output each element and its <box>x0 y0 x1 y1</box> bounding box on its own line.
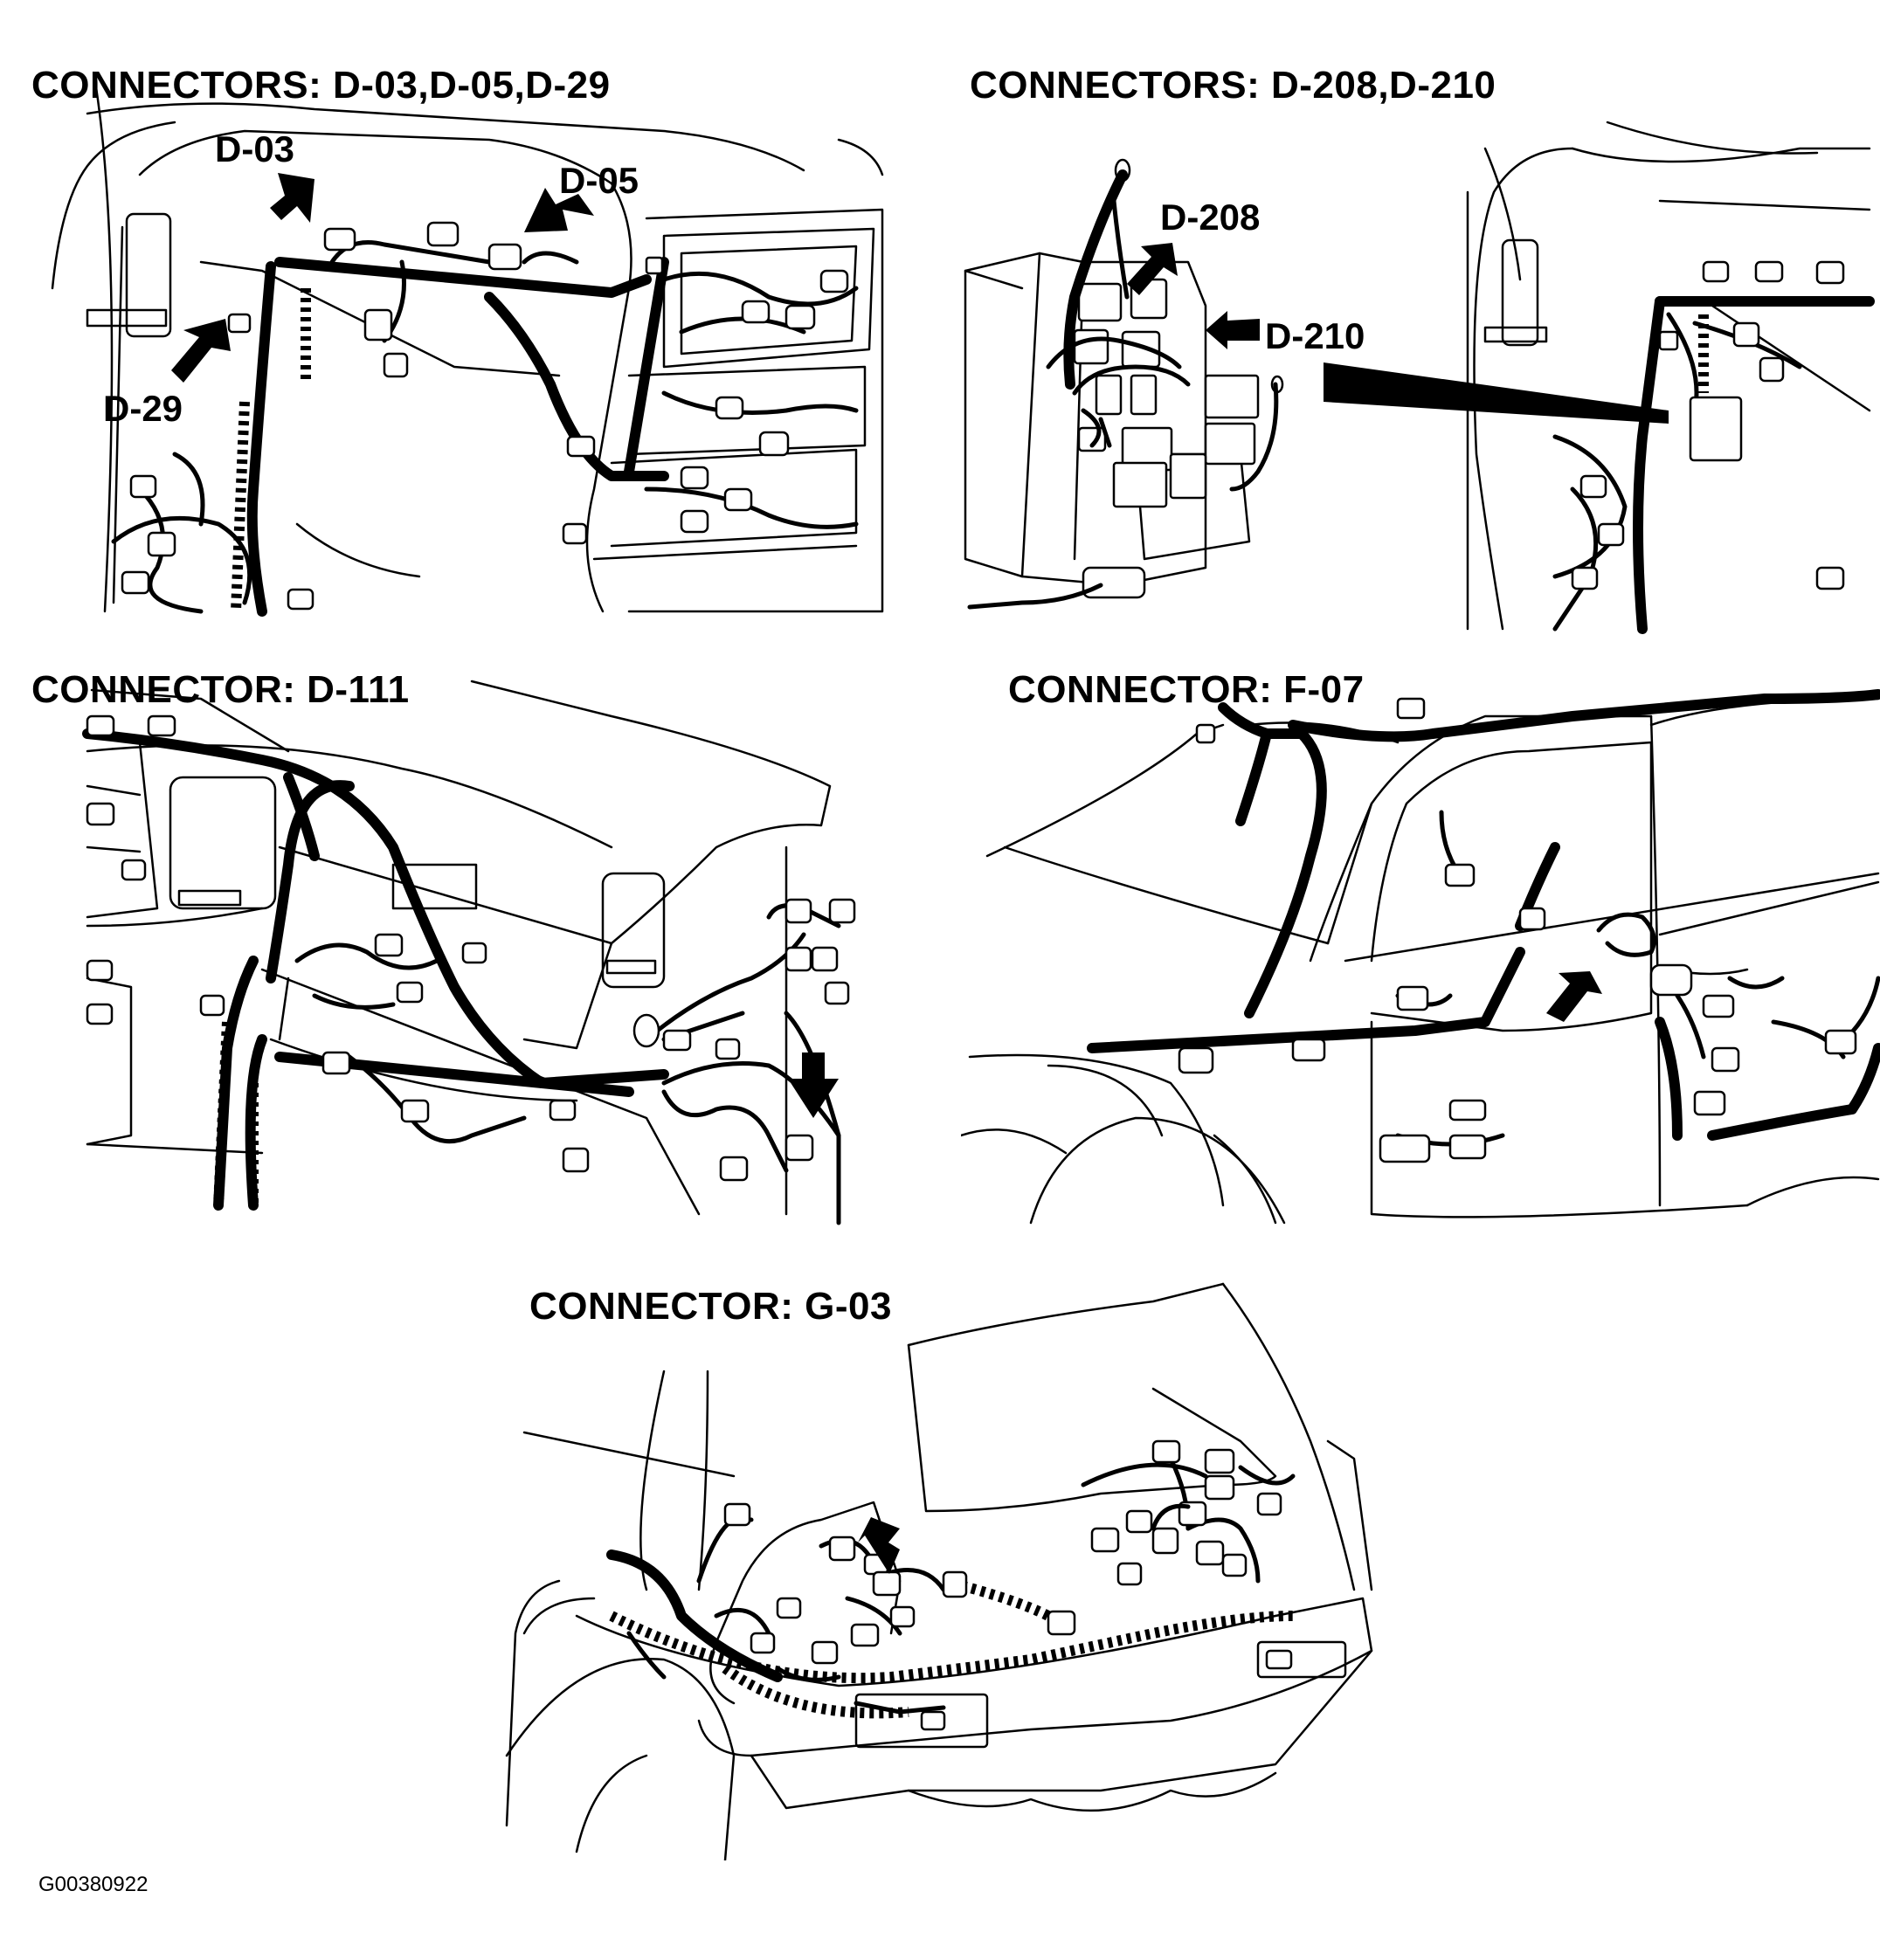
callout-d29: D-29 <box>103 388 183 429</box>
panel-front-door: CONNECTOR: F-07 <box>961 646 1880 1232</box>
callout-d03: D-03 <box>215 128 295 169</box>
pointer-arrow-icon <box>1127 243 1178 295</box>
pointer-arrow-icon <box>1206 311 1260 349</box>
pointer-arrow-icon <box>270 173 314 223</box>
callout-d210: D-210 <box>1265 315 1365 356</box>
callout-d208: D-208 <box>1160 197 1261 238</box>
pointer-arrow-icon <box>858 1517 900 1574</box>
callout-d05: D-05 <box>559 160 639 201</box>
dash-left-drawing <box>51 86 884 617</box>
heading-rear-bumper: CONNECTOR: G-03 <box>529 1285 892 1328</box>
dash-right-drawing <box>82 680 856 1225</box>
heading-dash-right: CONNECTOR: D-111 <box>31 668 410 711</box>
pointer-arrow-icon <box>524 188 594 232</box>
panel-rear-bumper: CONNECTOR: G-03 <box>489 1266 1503 1860</box>
panel-relay-box: CONNECTORS: D-208,D-210 D-208 D-210 <box>943 0 1880 638</box>
heading-front-door: CONNECTOR: F-07 <box>1008 668 1365 711</box>
panel-dash-left: CONNECTORS: D-03,D-05,D-29 D-03 D-05 D-2… <box>0 0 909 629</box>
figure-id: G00380922 <box>38 1873 149 1896</box>
rear-bumper-drawing <box>505 1282 1373 1860</box>
heading-relay-box: CONNECTORS: D-208,D-210 <box>970 64 1496 107</box>
pointer-arrow-icon <box>788 1052 839 1118</box>
relay-box-drawing <box>964 121 1875 634</box>
pointer-arrow-icon <box>1546 971 1602 1022</box>
heading-dash-left: CONNECTORS: D-03,D-05,D-29 <box>31 64 611 107</box>
panel-dash-right: CONNECTOR: D-111 <box>0 646 909 1232</box>
front-door-drawing <box>961 689 1880 1225</box>
pointer-arrow-icon <box>171 319 231 383</box>
